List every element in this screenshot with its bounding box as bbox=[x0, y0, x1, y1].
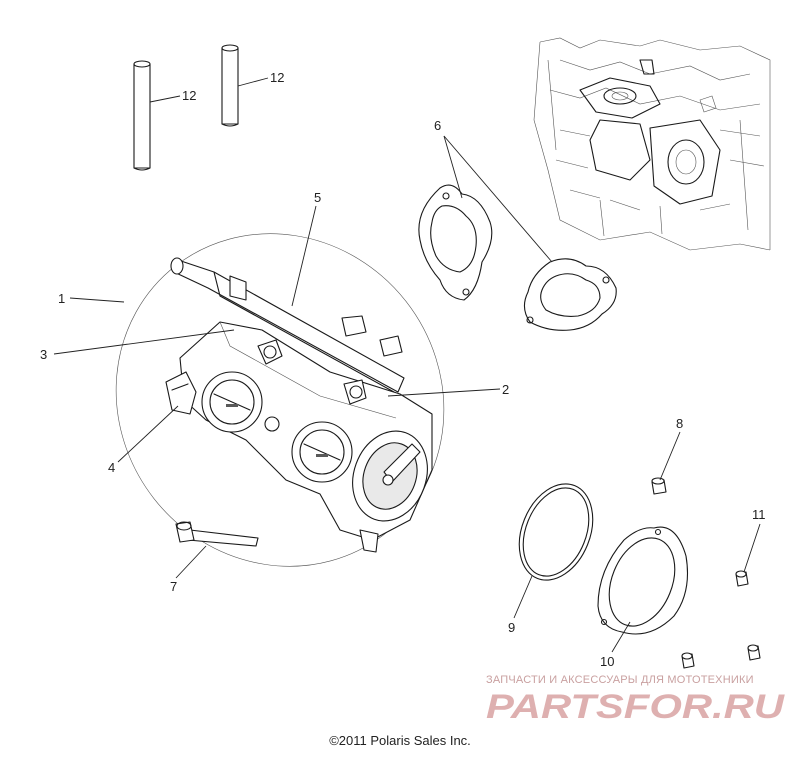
engine-block bbox=[533, 37, 771, 251]
tube-right bbox=[221, 44, 239, 127]
fuel-rail bbox=[170, 257, 405, 393]
leader-lines bbox=[53, 77, 761, 653]
callout-6: 6 bbox=[434, 118, 441, 133]
callout-1: 1 bbox=[58, 291, 65, 306]
callout-7: 7 bbox=[170, 579, 177, 594]
throttle-body bbox=[165, 321, 433, 553]
screws-11 bbox=[681, 570, 761, 669]
gasket-lower bbox=[523, 258, 617, 331]
callout-11: 11 bbox=[752, 507, 766, 522]
copyright-notice: ©2011 Polaris Sales Inc. bbox=[329, 733, 471, 748]
callout-12-left: 12 bbox=[182, 88, 196, 103]
o-ring bbox=[518, 483, 594, 581]
fuel-injectors bbox=[257, 315, 403, 405]
callout-8: 8 bbox=[676, 416, 683, 431]
gasket-upper bbox=[418, 184, 493, 301]
watermark-caption: ЗАПЧАСТИ И АКСЕССУАРЫ ДЛЯ МОТОТЕХНИКИ bbox=[486, 674, 754, 686]
callout-12-right: 12 bbox=[270, 70, 284, 85]
cover-plate bbox=[597, 526, 689, 635]
callout-2: 2 bbox=[502, 382, 509, 397]
long-bolt bbox=[175, 521, 259, 547]
small-screw-8 bbox=[651, 477, 667, 495]
watermark-logo: PARTSFOR.RU bbox=[486, 688, 786, 726]
callout-3: 3 bbox=[40, 347, 47, 362]
callout-9: 9 bbox=[508, 620, 515, 635]
callout-10: 10 bbox=[600, 654, 614, 669]
callout-5: 5 bbox=[314, 190, 321, 205]
callout-4: 4 bbox=[108, 460, 115, 475]
tube-left bbox=[133, 60, 151, 171]
